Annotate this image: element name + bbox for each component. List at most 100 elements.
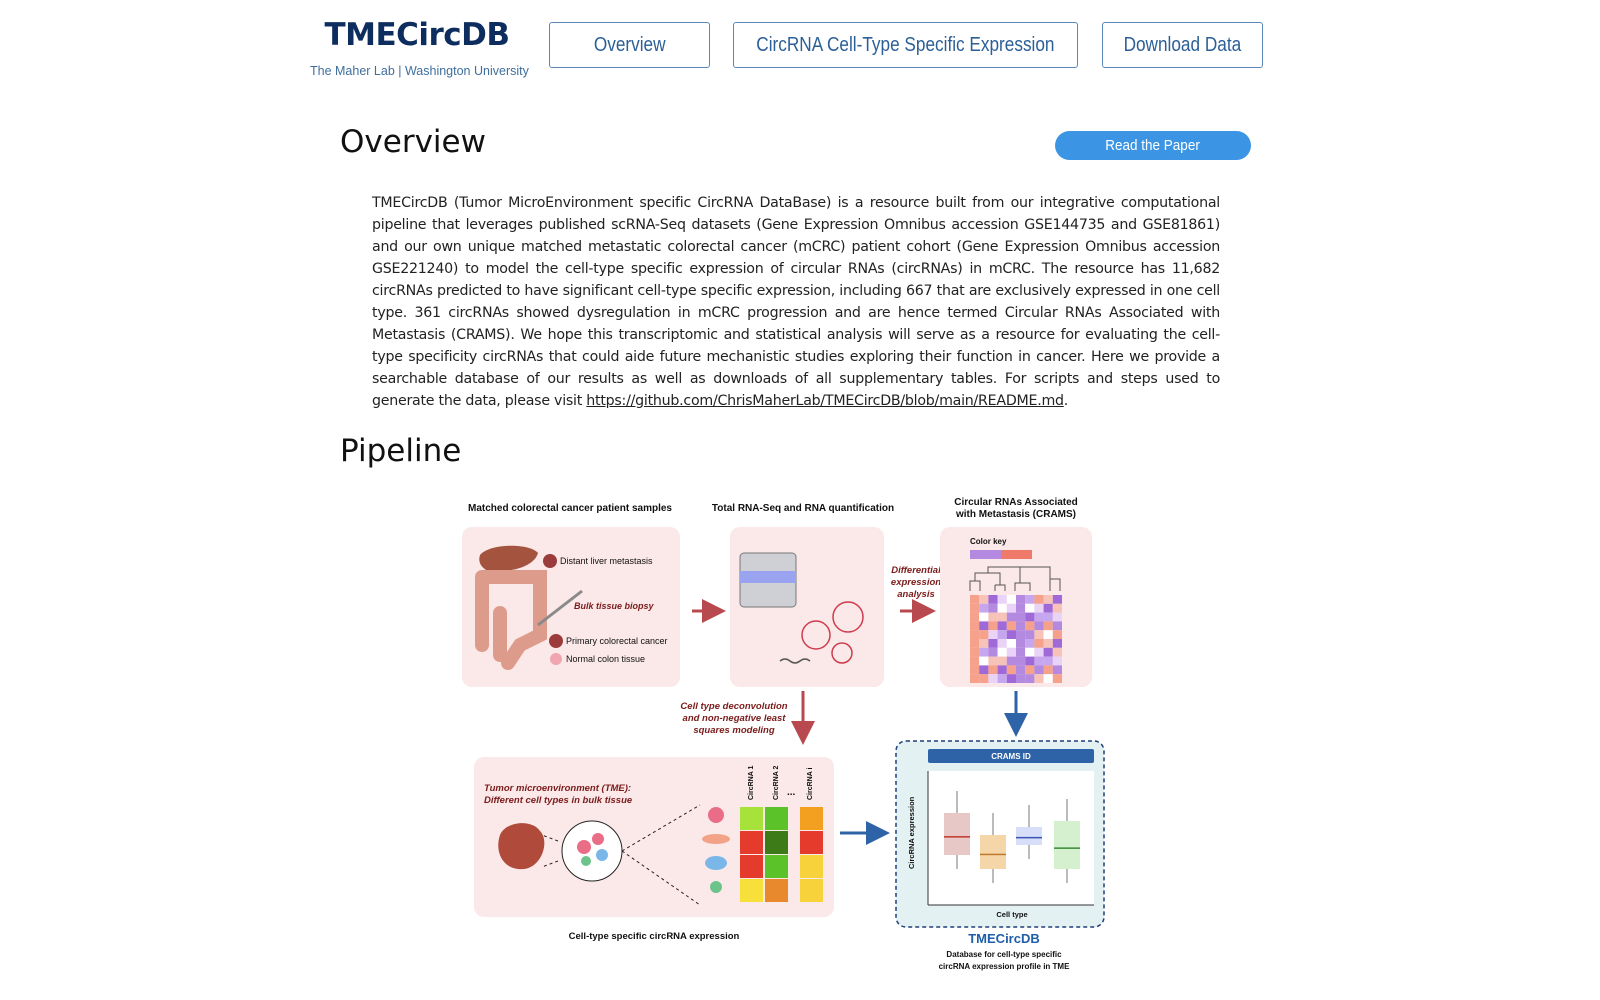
heatmap-cell [970, 603, 980, 613]
heatmap-cell [1034, 647, 1044, 657]
heatmap-cell [1052, 647, 1062, 657]
nav-celltype-label: CircRNA Cell-Type Specific Expression [756, 33, 1055, 56]
label-normal: Normal colon tissue [566, 654, 645, 664]
tme-label-2: Different cell types in bulk tissue [484, 795, 633, 806]
label-biopsy: Bulk tissue biopsy [574, 601, 655, 611]
heatmap-cell [1034, 612, 1044, 622]
nav-overview-button[interactable]: Overview [549, 22, 710, 68]
heatmap-cell [1052, 656, 1062, 666]
matrix-cell [740, 831, 763, 854]
heatmap-cell [1043, 612, 1053, 622]
site-brand[interactable]: TMECircDB The Maher Lab | Washington Uni… [310, 16, 529, 78]
db-subtitle-2: circRNA expression profile in TME [939, 962, 1071, 971]
matrix-cell [765, 831, 788, 854]
heatmap-cell [997, 647, 1007, 657]
heatmap-cell [1016, 639, 1026, 648]
matrix-cell [800, 831, 823, 854]
heatmap-cell [1034, 603, 1044, 613]
heatmap-cell [997, 612, 1007, 622]
crams-id-bar [928, 749, 1094, 763]
heatmap-cell [1016, 630, 1026, 639]
heatmap-cell [979, 612, 989, 622]
circrna-icon-1 [832, 601, 864, 633]
tumor-shape [498, 823, 545, 870]
heatmap-cell [1016, 656, 1026, 666]
sequencer-band [740, 571, 796, 583]
heatmap-cell [1016, 647, 1026, 657]
heatmap-cell [997, 656, 1007, 666]
matrix-cell [765, 807, 788, 830]
matrix-cell [765, 855, 788, 878]
heatmap-cell [1052, 639, 1062, 648]
label-liver: Distant liver metastasis [560, 556, 653, 566]
normal-node [550, 653, 562, 665]
heatmap-grid [970, 595, 1062, 683]
liver-met-node [543, 554, 557, 568]
diff-label-1: Differential [891, 565, 941, 576]
heatmap-cell [1025, 665, 1035, 675]
boxplot-box [1016, 827, 1042, 845]
diff-label-3: analysis [897, 589, 935, 600]
overview-body-end: . [1063, 393, 1069, 409]
boxplot-box [1054, 821, 1080, 869]
heatmap-cell [1025, 656, 1035, 666]
heatmap-cell [1006, 665, 1016, 675]
matrix-cell [740, 879, 763, 902]
y-axis-label: CircRNA expression [907, 796, 916, 869]
heatmap-cell [1052, 674, 1062, 683]
boxplot-box [944, 813, 970, 855]
heatmap-cell [988, 656, 998, 666]
heatmap-cell [970, 639, 980, 648]
read-paper-button[interactable]: Read the Paper [1055, 131, 1251, 160]
diff-label-2: expression [891, 577, 941, 588]
x-axis-label: Cell type [996, 910, 1027, 919]
heatmap-cell [1016, 621, 1026, 631]
site-title[interactable]: TMECircDB [324, 17, 510, 53]
heatmap-cell [1052, 621, 1062, 631]
heatmap-cell [1043, 647, 1053, 657]
heatmap-cell [1034, 621, 1044, 631]
heatmap-cell [997, 665, 1007, 675]
heatmap-cell [1043, 665, 1053, 675]
heatmap-cell [997, 621, 1007, 631]
heatmap-cell [1043, 621, 1053, 631]
github-readme-link[interactable]: https://github.com/ChrisMaherLab/TMECirc… [586, 393, 1064, 409]
heatmap-cell [1025, 647, 1035, 657]
matrix-cell [765, 879, 788, 902]
nav-celltype-button[interactable]: CircRNA Cell-Type Specific Expression [733, 22, 1078, 68]
biopsy-needle [537, 589, 583, 627]
heatmap-cell [988, 603, 998, 613]
panel1-title: Matched colorectal cancer patient sample… [468, 503, 672, 514]
celltype-caption: Cell-type specific circRNA expression [569, 931, 740, 942]
heatmap-cell [979, 647, 989, 657]
heatmap-cell [1034, 639, 1044, 648]
boxplot-median [980, 853, 1006, 856]
db-title: TMECircDB [968, 931, 1040, 946]
col-ellipsis: ... [787, 787, 796, 798]
heatmap-cell [1016, 595, 1026, 604]
heatmap-cell [1006, 647, 1016, 657]
heatmap-cell [1025, 621, 1035, 631]
heatmap-cell [997, 603, 1007, 613]
heatmap-cell [979, 595, 989, 604]
heatmap-cell [970, 674, 980, 683]
heatmap-cell [1052, 630, 1062, 639]
heatmap-cell [1006, 674, 1016, 683]
linear-rna-icon [779, 658, 811, 664]
heatmap-cell [1016, 674, 1026, 683]
heatmap-cell [979, 603, 989, 613]
nav-download-button[interactable]: Download Data [1102, 22, 1263, 68]
heatmap-cell [970, 656, 980, 666]
heatmap-cell [997, 674, 1007, 683]
heatmap-cell [1025, 639, 1035, 648]
heatmap-cell [1043, 630, 1053, 639]
heatmap-cell [997, 595, 1007, 604]
read-paper-label: Read the Paper [1105, 137, 1201, 154]
heatmap-cell [1043, 656, 1053, 666]
primary-node [549, 634, 563, 648]
heatmap-cell [1052, 595, 1062, 604]
boxplot-median [1016, 836, 1042, 839]
heatmap-cell [1043, 603, 1053, 613]
heatmap-cell [1025, 603, 1035, 613]
heatmap-cell [1052, 665, 1062, 675]
